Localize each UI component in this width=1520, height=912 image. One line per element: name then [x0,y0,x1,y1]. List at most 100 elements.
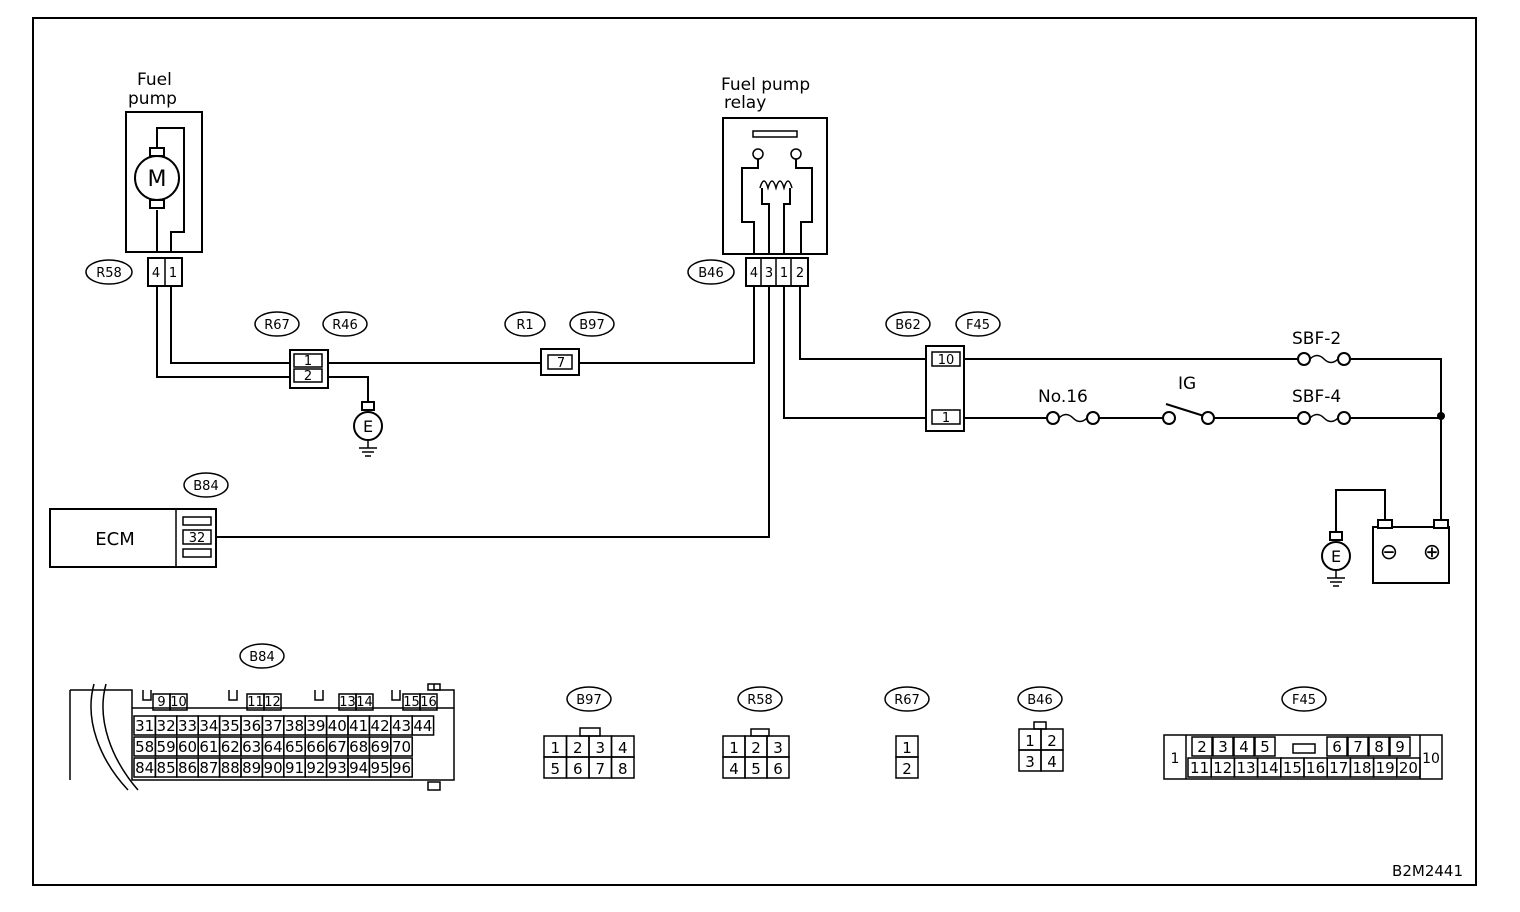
face-b84-pin-61: 61 [199,738,218,756]
face-b84-pin-9: 9 [157,695,165,710]
face-r67-pin-1: 1 [902,739,912,757]
connector-r67-r46: R67 R46 1 2 [254,311,368,389]
face-b84-pin-38: 38 [285,717,304,735]
face-b84-pin-92: 92 [306,759,325,777]
wire-sbf2-to-junction [1350,358,1442,415]
connector-f45-id: F45 [966,318,990,333]
face-b46-pin-2: 2 [1047,732,1057,750]
face-b84-pin-96-cell [390,757,413,778]
face-b46-title: B46 [1027,693,1052,708]
face-f45-pin-4-cell [1233,736,1255,757]
face-f45-pin-16: 16 [1306,759,1325,777]
face-f45-pin-13: 13 [1236,759,1255,777]
connector-b97-pin-7: 7 [557,356,565,371]
face-b84-pin-14-cell [355,693,374,711]
face-b84-pin-58: 58 [135,738,154,756]
face-b84-pin-86: 86 [178,759,197,777]
face-f45-pin-8: 8 [1374,738,1384,756]
face-f45-pin-4: 4 [1239,738,1249,756]
face-b84-pin-93: 93 [328,759,347,777]
fuse-no16-label: No.16 [1038,387,1088,407]
face-b97-pin-3: 3 [595,739,605,757]
face-f45-pin-14: 14 [1260,759,1279,777]
connector-b46-pin-4: 4 [750,266,758,281]
face-b46-pin-1: 1 [1025,732,1035,750]
battery: ⊖ ⊕ [1372,519,1450,584]
face-r58-pin-5: 5 [751,760,761,778]
connector-r1-id: R1 [516,318,533,333]
face-b84-pin-43: 43 [392,717,411,735]
face-b84-pin-16: 16 [420,695,437,710]
connector-b84-pin-32: 32 [189,531,206,546]
relay-label-line2: relay [724,93,766,113]
face-b84-pin-84: 84 [135,759,154,777]
connector-r1-b97: R1 B97 7 [504,311,615,376]
face-b84-pin-39: 39 [306,717,325,735]
connector-f45-pin-1: 1 [942,411,950,426]
face-b97-pin-2: 2 [573,739,583,757]
connector-b46-pin-1: 1 [780,266,788,281]
face-b84-pin-44-cell [411,715,435,736]
wire-b46-1-to-f45-1 [783,286,926,419]
face-r58-pin-6-cell [766,756,790,779]
battery-plus-icon: ⊕ [1423,540,1441,565]
wire-battery-minus-to-ground [1335,489,1386,532]
wire-b97-to-b46-4 [579,286,755,364]
face-b84-pin-64: 64 [264,738,283,756]
face-f45-pin-5-cell [1254,736,1276,757]
motor-label: M [148,167,167,192]
wire-r58-1-to-r67-1 [170,286,293,364]
face-b84-pin-31: 31 [135,717,154,735]
face-b97-pin-4: 4 [618,739,628,757]
face-b97-pin-6: 6 [573,760,583,778]
wire-r46-to-ground [328,376,369,402]
face-f45-pin-left: 1 [1171,751,1180,767]
face-r58-pin-6: 6 [773,760,783,778]
face-f45-pin-7: 7 [1353,738,1363,756]
connector-r67-pin-2: 2 [304,369,312,384]
diagram-border [32,17,1477,886]
face-f45-pin-6-cell [1326,736,1348,757]
ecm: ECM B84 32 [49,472,229,568]
connector-b46: B46 4 3 1 2 [687,257,809,287]
ground-symbol-right: E [1321,531,1351,587]
connector-r58-pin-b: 1 [169,266,177,281]
face-b97-pin-8: 8 [618,760,628,778]
connector-b84-id: B84 [193,479,218,494]
fuel-pump-label-line2: pump [128,89,177,109]
face-f45-pin-15: 15 [1283,759,1302,777]
face-b84-pin-69: 69 [371,738,390,756]
face-b84-pin-12: 12 [264,695,281,710]
face-r67-pin-2-cell [895,756,919,779]
face-b84-pin-87: 87 [199,759,218,777]
face-b84-pin-96: 96 [392,759,411,777]
connector-r46-id: R46 [332,318,358,333]
connector-b46-pin-3: 3 [765,266,773,281]
connector-r67-pin-1: 1 [304,354,312,369]
face-f45-pin-20-cell [1396,757,1421,778]
face-f45-pin-20: 20 [1399,759,1418,777]
face-b84-pin-91: 91 [285,759,304,777]
face-b84-pin-42: 42 [371,717,390,735]
face-r58-title: R58 [747,693,773,708]
face-b46-pin-4-cell [1040,749,1064,772]
face-f45-pin-18: 18 [1352,759,1371,777]
face-b84-pin-70: 70 [392,738,411,756]
connector-r67-id: R67 [264,318,290,333]
fuse-sbf2-label: SBF-2 [1292,329,1341,349]
face-b97-pin-8-cell [610,756,635,779]
face-b84-pin-13: 13 [339,695,356,710]
face-b84-pin-41: 41 [349,717,368,735]
face-b84-pin-63: 63 [242,738,261,756]
face-f45-title: F45 [1292,693,1316,708]
connector-r58-id: R58 [96,266,122,281]
ecm-label: ECM [95,529,134,550]
face-b97-pin-7: 7 [595,760,605,778]
face-f45-pin-9-cell [1389,736,1411,757]
face-f45-pin-2: 2 [1197,738,1207,756]
face-b84-pin-10: 10 [170,695,187,710]
connector-b62-f45: B62 F45 10 1 [885,311,1001,432]
